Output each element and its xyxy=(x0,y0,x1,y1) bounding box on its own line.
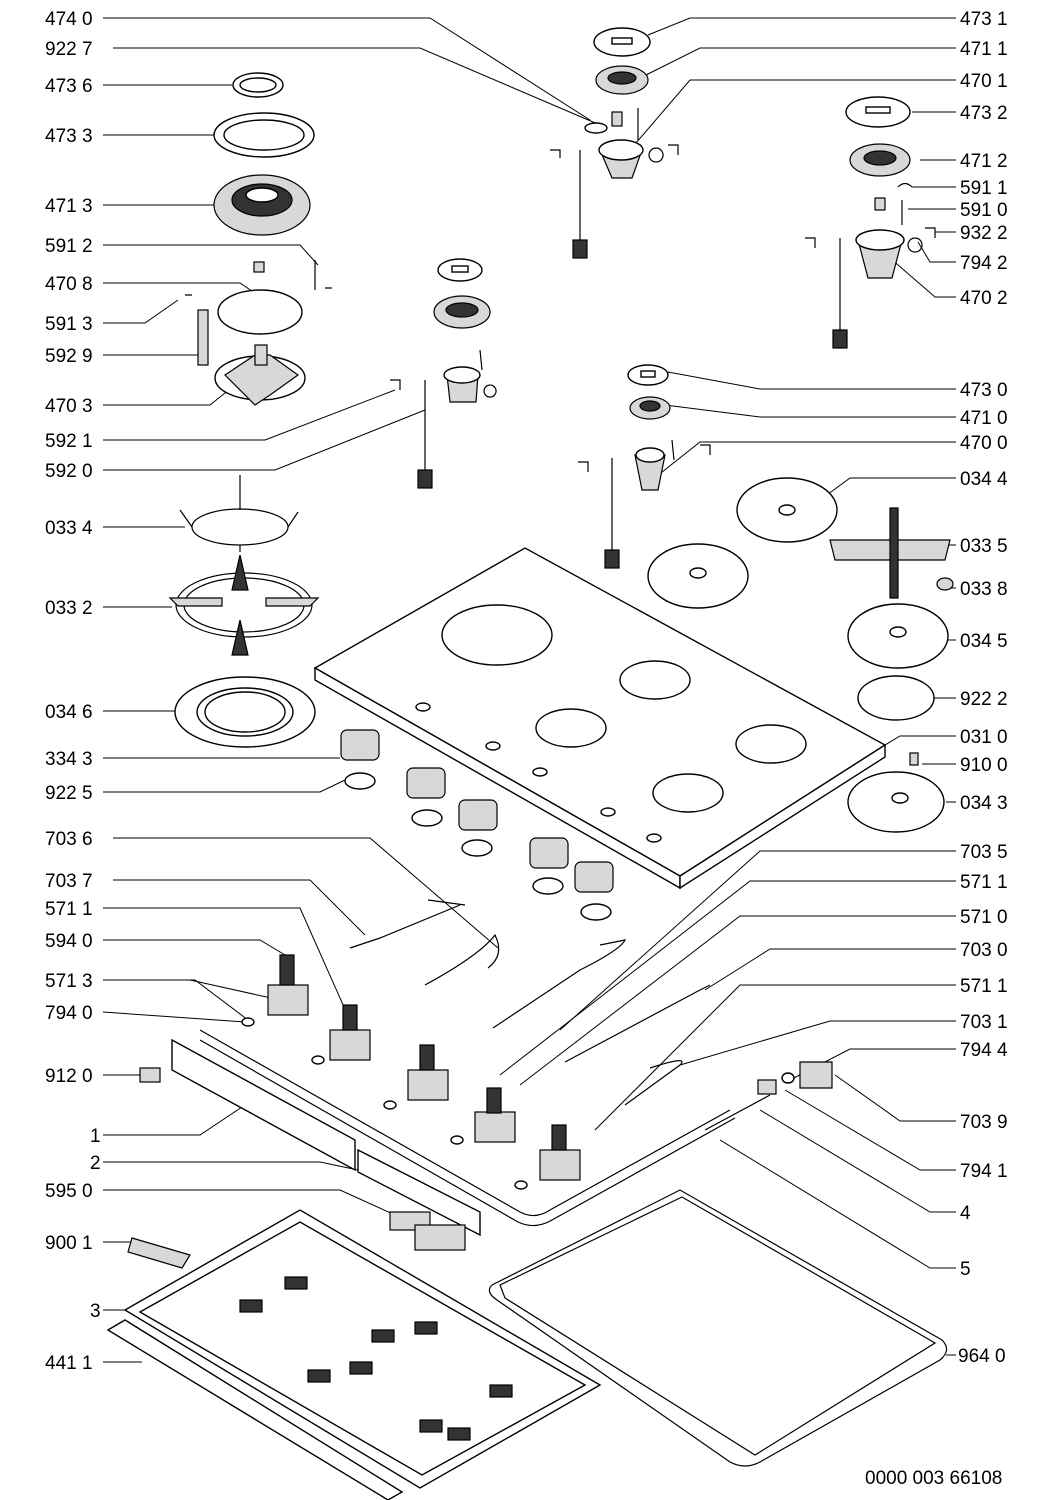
callout-label: 5 xyxy=(960,1259,971,1280)
callout-label: 034 4 xyxy=(960,469,1008,490)
callout-label: 334 3 xyxy=(45,749,93,770)
callout-label: 592 0 xyxy=(45,461,93,482)
callout-label: 571 1 xyxy=(45,899,93,920)
parts xyxy=(106,27,954,1500)
callout-label: 031 0 xyxy=(960,727,1008,748)
callout-label: 4 xyxy=(960,1203,971,1224)
callout-label: 591 1 xyxy=(960,178,1008,199)
callout-label: 703 6 xyxy=(45,829,93,850)
callout-label: 591 3 xyxy=(45,314,93,335)
callout-label: 591 0 xyxy=(960,200,1008,221)
callout-label: 470 1 xyxy=(960,71,1008,92)
callout-label: 571 1 xyxy=(960,872,1008,893)
callout-label: 033 5 xyxy=(960,536,1008,557)
callout-label: 2 xyxy=(90,1153,101,1174)
callout-label: 033 4 xyxy=(45,518,93,539)
callout-label: 033 2 xyxy=(45,598,93,619)
callout-label: 034 6 xyxy=(45,702,93,723)
callout-label: 703 9 xyxy=(960,1112,1008,1133)
callout-label: 591 2 xyxy=(45,236,93,257)
callout-label: 794 1 xyxy=(960,1161,1008,1182)
callout-label: 441 1 xyxy=(45,1353,93,1374)
callout-label: 033 8 xyxy=(960,579,1008,600)
callout-label: 900 1 xyxy=(45,1233,93,1254)
casing-cutouts xyxy=(239,1276,513,1441)
drawing-number: 0000 003 66108 xyxy=(865,1468,1002,1489)
callout-label: 703 0 xyxy=(960,940,1008,961)
callout-label: 964 0 xyxy=(958,1346,1006,1367)
callout-label: 034 5 xyxy=(960,631,1008,652)
callout-label: 470 3 xyxy=(45,396,93,417)
callout-label: 471 0 xyxy=(960,408,1008,429)
gas-valves xyxy=(241,954,581,1190)
callout-label: 932 2 xyxy=(960,223,1008,244)
callout-label: 471 3 xyxy=(45,196,93,217)
callout-label: 594 0 xyxy=(45,931,93,952)
callout-label: 470 2 xyxy=(960,288,1008,309)
callout-label: 471 1 xyxy=(960,39,1008,60)
callout-label: 595 0 xyxy=(45,1181,93,1202)
callout-label: 473 0 xyxy=(960,380,1008,401)
callout-label: 794 0 xyxy=(45,1003,93,1024)
callout-label: 910 0 xyxy=(960,755,1008,776)
callout-label: 703 1 xyxy=(960,1012,1008,1033)
callout-label: 794 4 xyxy=(960,1040,1008,1061)
callout-label: 470 0 xyxy=(960,433,1008,454)
callout-label: 571 3 xyxy=(45,971,93,992)
callout-label: 473 6 xyxy=(45,76,93,97)
control-knobs xyxy=(340,729,614,921)
callout-label: 592 9 xyxy=(45,346,93,367)
callout-label: 922 5 xyxy=(45,783,93,804)
callout-label: 034 3 xyxy=(960,793,1008,814)
callout-label: 703 5 xyxy=(960,842,1008,863)
callout-label: 473 2 xyxy=(960,103,1008,124)
callout-label: 592 1 xyxy=(45,431,93,452)
callout-label: 474 0 xyxy=(45,9,93,30)
callout-label: 1 xyxy=(90,1126,101,1147)
callout-label: 3 xyxy=(90,1301,101,1322)
callout-label: 470 8 xyxy=(45,274,93,295)
callout-label: 571 0 xyxy=(960,907,1008,928)
right-callouts: 473 1 471 1 470 1 473 2 471 2 591 1 591 … xyxy=(958,9,1008,1367)
callout-label: 473 1 xyxy=(960,9,1008,30)
callout-label: 922 2 xyxy=(960,689,1008,710)
callout-label: 473 3 xyxy=(45,126,93,147)
left-callouts: 474 0 922 7 473 6 473 3 471 3 591 2 470 … xyxy=(45,9,101,1374)
callout-label: 922 7 xyxy=(45,39,93,60)
callout-label: 471 2 xyxy=(960,151,1008,172)
callout-label: 571 1 xyxy=(960,976,1008,997)
callout-label: 703 7 xyxy=(45,871,93,892)
callout-label: 912 0 xyxy=(45,1066,93,1087)
callout-label: 794 2 xyxy=(960,253,1008,274)
